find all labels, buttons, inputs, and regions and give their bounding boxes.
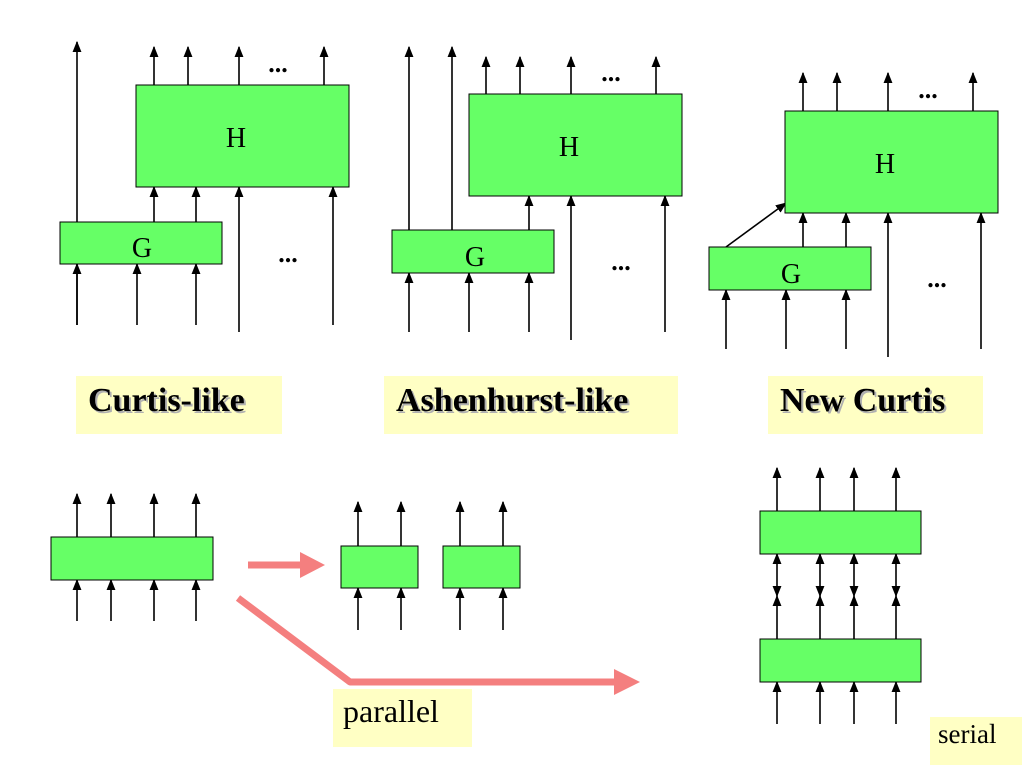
h-block (784, 110, 999, 214)
g-label: G (465, 242, 485, 273)
caption-curtis-like: Curtis-like (76, 376, 282, 434)
ellipsis: ... (268, 49, 288, 78)
ellipsis: ... (918, 75, 938, 104)
h-label: H (875, 149, 895, 180)
parallel-blocks-diagram (340, 500, 521, 630)
h-block (468, 93, 683, 197)
wire (725, 202, 787, 248)
caption-new-curtis: New Curtis (768, 376, 983, 434)
h-label: H (226, 123, 246, 154)
ellipsis: ... (611, 247, 631, 276)
transform-arrows (235, 552, 640, 695)
block (50, 536, 214, 581)
caption-ashenhurst-like: Ashenhurst-like (384, 376, 678, 434)
new-curtis-diagram: H G ... ... (708, 71, 999, 357)
g-block (59, 221, 223, 265)
ashenhurst-like-diagram: H G ... ... (391, 45, 683, 340)
caption-serial: serial (930, 717, 1022, 765)
g-block (391, 229, 555, 274)
source-block-diagram (50, 492, 214, 621)
lower-block (759, 638, 922, 683)
arrow-head-icon (614, 669, 640, 695)
serial-arrow (235, 595, 618, 686)
upper-block (759, 510, 922, 555)
g-block (708, 246, 872, 291)
serial-blocks-diagram (759, 466, 922, 724)
curtis-like-diagram: H G ... ... (59, 40, 350, 332)
ellipsis: ... (601, 58, 621, 87)
h-block (135, 84, 350, 188)
arrow-head-icon (300, 552, 325, 578)
ellipsis: ... (927, 264, 947, 293)
caption-parallel: parallel (333, 689, 472, 747)
block (442, 545, 521, 589)
g-label: G (781, 259, 801, 290)
ellipsis: ... (278, 239, 298, 268)
h-label: H (559, 132, 579, 163)
block (340, 545, 419, 589)
g-label: G (132, 233, 152, 264)
